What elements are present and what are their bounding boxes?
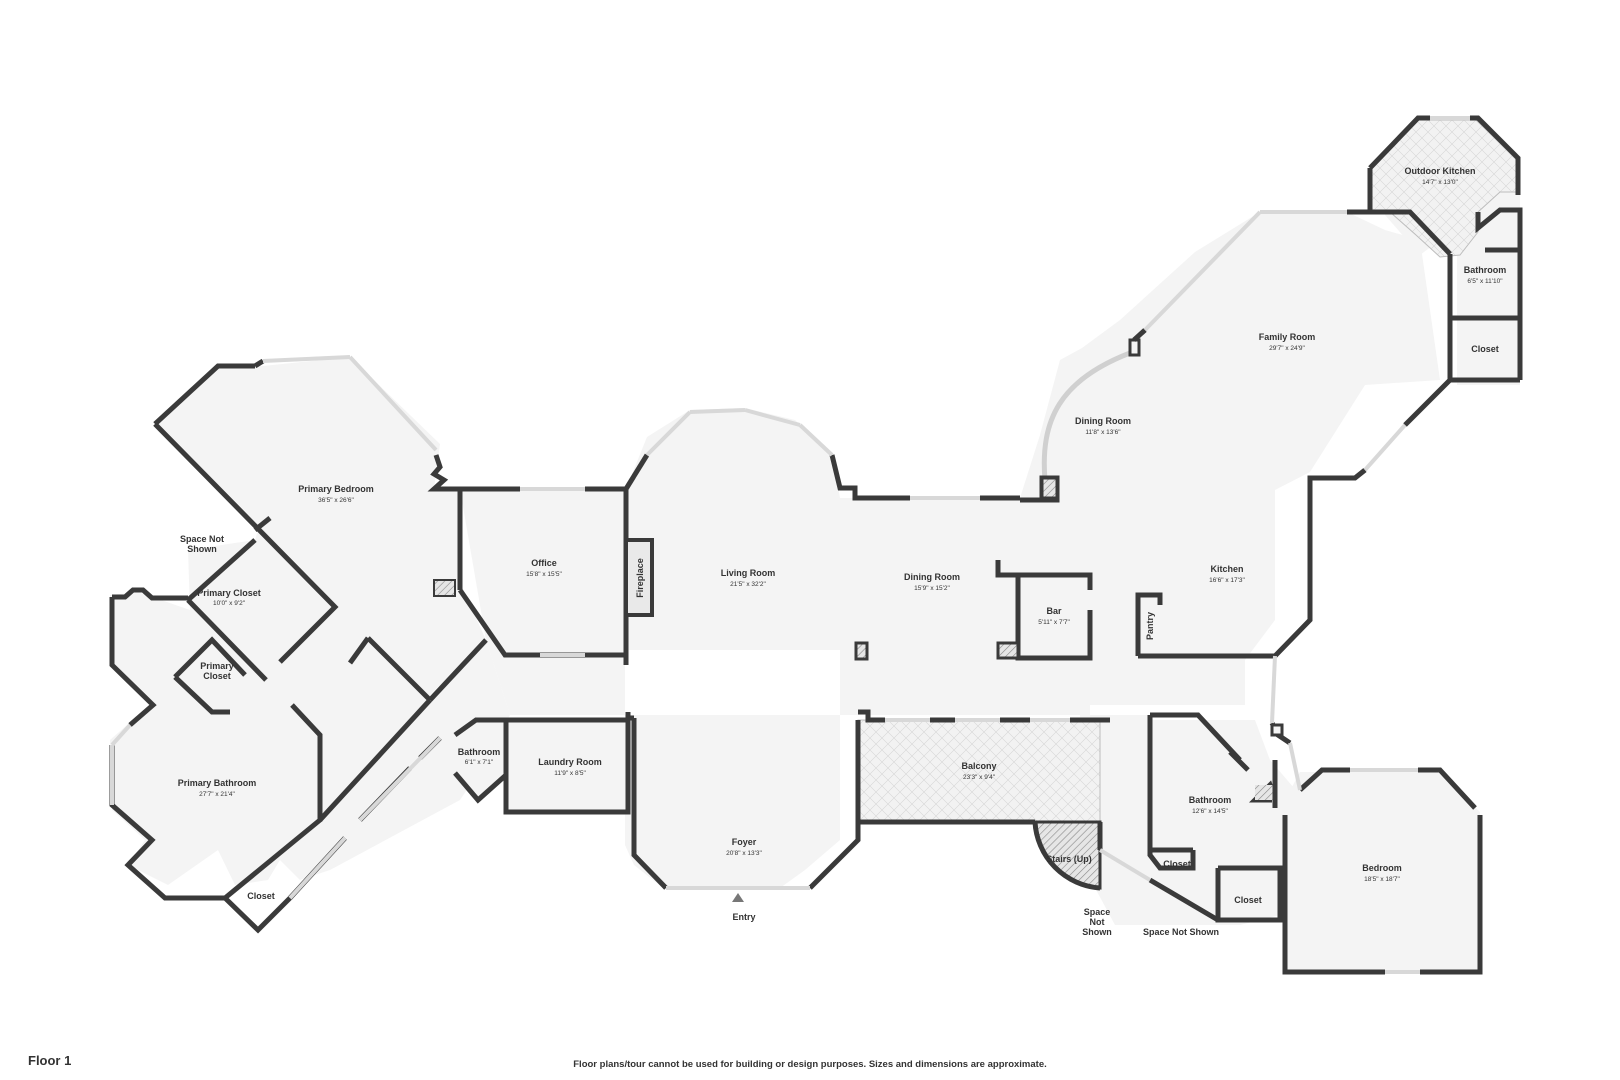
bathroom-small-dim: 6'1" x 7'1": [465, 759, 494, 766]
space-not-shown-s-line3: Shown: [1082, 927, 1112, 937]
space-not-shown-w-line2: Shown: [187, 544, 217, 554]
entry-label: Entry: [732, 912, 755, 922]
room-labels: Outdoor Kitchen 14'7" x 13'0" Bathroom 6…: [178, 166, 1507, 937]
space-not-shown-s-line2: Not: [1090, 917, 1105, 927]
primary-bedroom-dim: 36'5" x 26'6": [318, 497, 354, 504]
fireplace: [624, 538, 654, 617]
primary-bathroom-label: Primary Bathroom: [178, 778, 257, 788]
floor-fills: [110, 118, 1520, 972]
laundry-room-dim: 11'9" x 8'5": [554, 770, 586, 777]
tiled-areas: [857, 119, 1519, 890]
balcony-dim: 23'3" x 9'4": [963, 774, 996, 781]
disclaimer-text: Floor plans/tour cannot be used for buil…: [573, 1059, 1047, 1070]
space-not-shown-s-line1: Space: [1084, 907, 1111, 917]
primary-closet-2-line2: Closet: [203, 671, 231, 681]
dining-room-round-dim: 11'8" x 13'6": [1085, 429, 1121, 436]
bedroom-label: Bedroom: [1362, 863, 1402, 873]
closet-se-2-label: Closet: [1234, 895, 1262, 905]
dining-room-dim: 15'9" x 15'2": [914, 585, 950, 592]
primary-bathroom-dim: 27'7" x 21'4": [199, 791, 235, 798]
kitchen-dim: 16'6" x 17'3": [1209, 577, 1245, 584]
family-room-dim: 29'7" x 24'9": [1269, 345, 1305, 352]
outdoor-kitchen-label: Outdoor Kitchen: [1405, 166, 1476, 176]
living-room-label: Living Room: [721, 568, 776, 578]
space-not-shown-se-label: Space Not Shown: [1143, 927, 1219, 937]
closet-ne-label: Closet: [1471, 344, 1499, 354]
fireplace-label: Fireplace: [635, 558, 645, 598]
kitchen-label: Kitchen: [1210, 564, 1243, 574]
bar-dim: 5'11" x 7'7": [1038, 619, 1070, 626]
bar-label: Bar: [1046, 606, 1062, 616]
family-room-label: Family Room: [1259, 332, 1316, 342]
dining-room-label: Dining Room: [904, 572, 960, 582]
bedroom-dim: 18'5" x 18'7": [1364, 876, 1400, 883]
balcony-floor: [857, 719, 1101, 823]
bathroom-ne-label: Bathroom: [1464, 265, 1507, 275]
foyer-dim: 20'8" x 13'3": [726, 850, 762, 857]
laundry-room-label: Laundry Room: [538, 757, 602, 767]
foyer-label: Foyer: [732, 837, 757, 847]
dining-room-round-label: Dining Room: [1075, 416, 1131, 426]
primary-closet-1-label: Primary Closet: [197, 588, 261, 598]
primary-closet-2-line1: Primary: [200, 661, 234, 671]
outdoor-kitchen-dim: 14'7" x 13'0": [1422, 179, 1458, 186]
pantry-label: Pantry: [1145, 612, 1155, 640]
primary-bedroom-label: Primary Bedroom: [298, 484, 374, 494]
space-not-shown-w-line1: Space Not: [180, 534, 224, 544]
stairs-label: Stairs (Up): [1046, 854, 1092, 864]
bathroom-ne-dim: 6'5" x 11'10": [1467, 278, 1503, 285]
living-room-dim: 21'5" x 32'2": [730, 581, 766, 588]
entry-arrow-icon: [732, 893, 744, 902]
bathroom-small-label: Bathroom: [458, 747, 501, 757]
floor-label: Floor 1: [28, 1053, 72, 1068]
windows: [110, 116, 1470, 974]
primary-closet-1-dim: 10'0" x 9'2": [213, 600, 246, 607]
walls: [109, 115, 1523, 975]
balcony-label: Balcony: [961, 761, 996, 771]
bathroom-se-label: Bathroom: [1189, 795, 1232, 805]
closet-se-1-label: Closet: [1163, 859, 1191, 869]
closet-sw-label: Closet: [247, 891, 275, 901]
office-label: Office: [531, 558, 557, 568]
office-dim: 15'8" x 15'5": [526, 571, 562, 578]
bathroom-se-dim: 12'6" x 14'5": [1192, 808, 1228, 815]
